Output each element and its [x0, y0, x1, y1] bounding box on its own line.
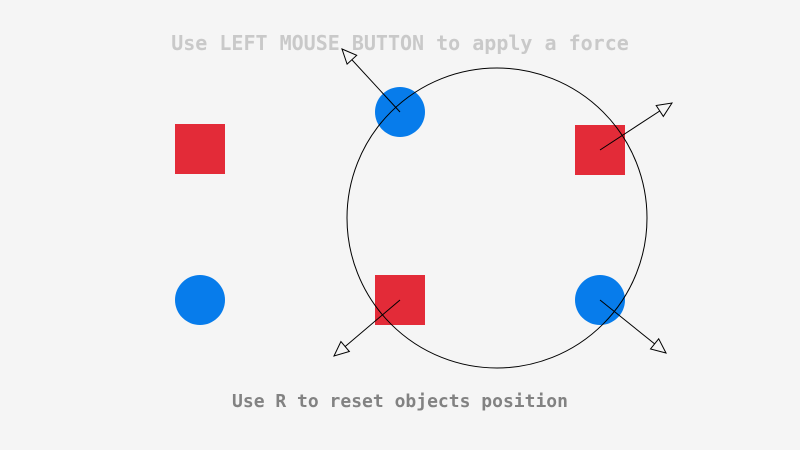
- instruction-apply-force: Use LEFT MOUSE BUTTON to apply a force: [171, 31, 629, 55]
- force-arrow-head: [649, 337, 667, 354]
- boundary-circle: [346, 67, 648, 369]
- force-arrow-head: [333, 340, 351, 357]
- force-arrow-head: [341, 48, 358, 66]
- red-box-top-left[interactable]: [175, 124, 225, 174]
- instruction-reset: Use R to reset objects position: [232, 391, 568, 412]
- blue-ball-left[interactable]: [175, 275, 225, 325]
- force-arrow-head: [655, 102, 674, 118]
